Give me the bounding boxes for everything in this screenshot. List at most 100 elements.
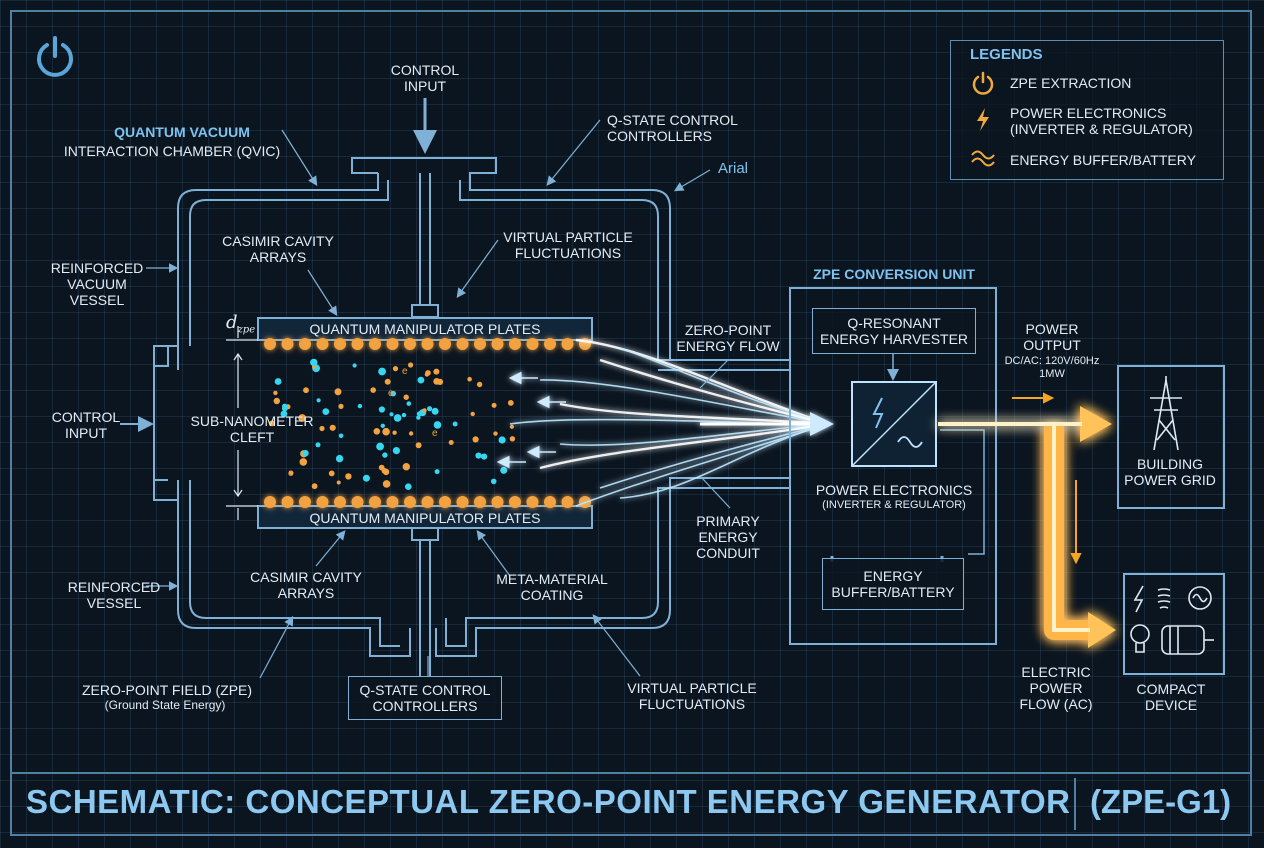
bottom-bead (526, 496, 539, 508)
virtual-particle (493, 431, 498, 436)
d-zpe-symbol: dzpe (226, 312, 256, 336)
virtual-particle (448, 440, 454, 445)
virtual-particle (500, 466, 508, 474)
inverter-block (851, 381, 937, 467)
virtual-particle (382, 427, 390, 436)
virtual-particle (274, 378, 282, 385)
legend-panel (950, 40, 1224, 180)
top-bead (491, 338, 504, 350)
top-bead (316, 338, 329, 350)
virtual-particle (311, 483, 318, 490)
vacuum-vessel (153, 157, 790, 657)
virtual-particle (475, 452, 482, 459)
virtual-particle (427, 406, 433, 412)
virtual-particle (289, 470, 294, 476)
power-electronics-label: POWER ELECTRONICS (815, 482, 973, 498)
virtual-particle (408, 362, 414, 368)
top-bead (509, 338, 521, 350)
virtual-particle (334, 388, 342, 396)
schematic-title: SCHEMATIC: CONCEPTUAL ZERO-POINT ENERGY … (26, 783, 1071, 820)
virtual-particle (509, 424, 514, 429)
primary-conduit-label: PRIMARY ENERGY CONDUIT (696, 513, 760, 561)
power-spec-label: DC/AC: 120V/60Hz 1MW (1004, 355, 1100, 380)
zpf-sub-label: (Ground State Energy) (104, 698, 226, 712)
virtual-particle (498, 436, 506, 444)
cleft-label: SUB-NANOMETER CLEFT (190, 413, 314, 445)
title-divider (1074, 778, 1076, 830)
virtual-particle (408, 431, 414, 436)
virtual-particle (335, 454, 344, 463)
virtual-particle (329, 424, 336, 431)
energy-buffer-wave-icon (971, 150, 995, 167)
virtual-particle (424, 372, 430, 377)
top-bead (281, 338, 294, 350)
virtual-particle (322, 408, 330, 415)
virtual-particle (384, 378, 391, 385)
virtual-particle (481, 453, 488, 460)
schematic-code: (ZPE-G1) (1090, 783, 1232, 820)
power-button-icon[interactable] (32, 34, 78, 80)
energy-stream (559, 423, 829, 446)
virtual-particle (303, 387, 309, 394)
bottom-bead (561, 496, 574, 508)
energy-stream (599, 358, 829, 426)
top-bead (299, 338, 311, 350)
top-bead (351, 338, 364, 350)
virtual-particle (507, 400, 514, 406)
virtual-particle (315, 442, 321, 448)
virtual-particle (433, 368, 440, 375)
top-bead (526, 338, 539, 350)
energy-stream (559, 402, 829, 426)
virtual-particle (433, 378, 441, 385)
virtual-particle (328, 470, 335, 477)
zero-point-flow-label: ZERO-POINT ENERGY FLOW (676, 322, 780, 354)
title-bar (12, 772, 1252, 834)
virtual-particle (273, 397, 280, 405)
chamber-subtitle: INTERACTION CHAMBER (QVIC) (63, 143, 281, 159)
virtual-particle (392, 430, 397, 435)
chamber-title: QUANTUM VACUUM (114, 124, 250, 140)
casimir-top-label: CASIMIR CAVITY ARRAYS (222, 233, 334, 265)
zpe-extraction-power-icon (972, 71, 994, 95)
outer-frame (10, 10, 1252, 836)
top-plate-label: QUANTUM MANIPULATOR PLATES (309, 321, 541, 337)
qstate-bottom-box: Q-STATE CONTROL CONTROLLERS (348, 676, 502, 720)
virtual-particle (392, 447, 400, 455)
top-bead (369, 338, 381, 350)
power-grid-box (1117, 365, 1225, 509)
flow-direction-arrows (1012, 392, 1082, 565)
virtual-particle (392, 366, 399, 372)
electron-symbol: e (402, 366, 408, 377)
harvester-box: Q-RESONANT ENERGY HARVESTER (812, 308, 976, 354)
virtual-particle (452, 421, 458, 427)
compact-device-label: COMPACT DEVICE (1136, 681, 1206, 713)
energy-stream (619, 347, 829, 425)
virtual-particle (467, 376, 472, 382)
leader-lines (146, 119, 731, 679)
conversion-unit-title: ZPE CONVERSION UNIT (813, 266, 975, 282)
virtual-particle (433, 421, 442, 429)
bottom-bead (439, 496, 451, 508)
virtual-particle (509, 436, 516, 442)
power-electronics-sub-label: (INVERTER & REGULATOR) (822, 499, 966, 511)
casimir-bead-rows (264, 338, 591, 508)
virtual-particle (345, 473, 352, 480)
orange-power-conduit (938, 406, 1116, 648)
virtual-particle (491, 402, 497, 408)
virtual-particle (298, 414, 307, 422)
virtual-particle (280, 410, 288, 418)
bottom-control-shaft (411, 527, 439, 676)
device-icons (1130, 585, 1214, 655)
virtual-particle (490, 478, 497, 485)
bottom-bead (386, 496, 399, 508)
bottom-bead (491, 496, 504, 508)
electron-symbol: e (288, 468, 294, 479)
bottom-bead (404, 496, 416, 508)
energy-stream (539, 422, 829, 470)
virtual-particle (389, 412, 394, 417)
virtual-particle (302, 450, 309, 457)
top-bead (439, 338, 451, 350)
legend-heading: LEGENDS (970, 46, 1043, 63)
